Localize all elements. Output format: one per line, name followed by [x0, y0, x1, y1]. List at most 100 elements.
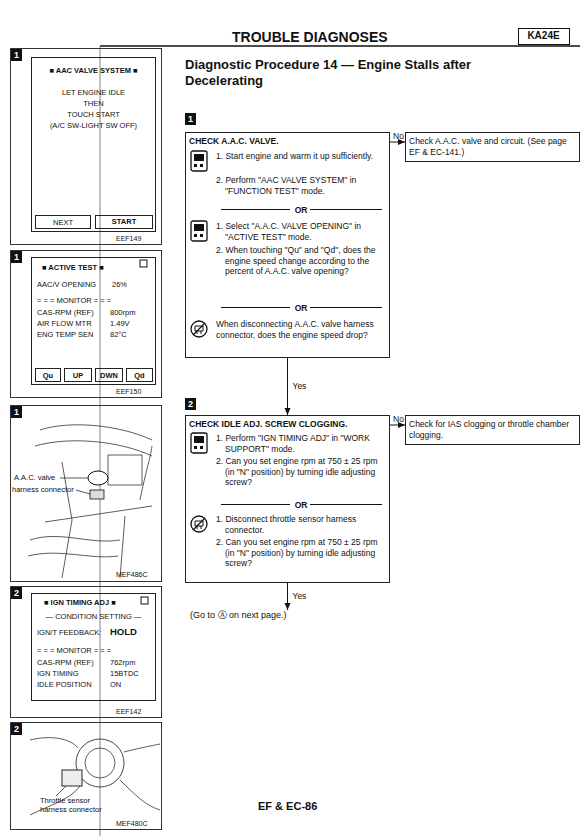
screen-text: IDLE POSITION	[37, 680, 92, 689]
tester-icon	[191, 433, 207, 453]
process-box: CHECK A.A.C. VALVE.1. Start engine and w…	[185, 132, 390, 358]
screen-value: 82°C	[110, 330, 127, 339]
screen-button: DWN	[95, 368, 123, 382]
screen-value: ON	[110, 680, 121, 689]
engine-code: KA24E	[519, 30, 568, 42]
arrow-head	[285, 603, 291, 610]
callout-label: Throttle sensor harness connector	[40, 796, 110, 814]
arrow-head	[285, 408, 291, 415]
figure-panel: MEF486C	[10, 405, 162, 582]
screen-button: Qu	[35, 368, 61, 382]
screen-text: = = = MONITOR = = =	[37, 646, 111, 655]
leader-line	[56, 786, 66, 796]
figure-marker: 1	[11, 406, 22, 418]
action-text: Check A.A.C. valve and circuit. (See pag…	[409, 136, 576, 157]
edge-label: No	[393, 414, 404, 424]
aac-valve-part	[88, 471, 108, 485]
action-box: Check A.A.C. valve and circuit. (See pag…	[405, 132, 580, 162]
no-tools-icon	[191, 516, 207, 532]
step-marker: 1	[185, 113, 196, 125]
figure-panel: MEF480C	[10, 722, 162, 830]
page-header: TROUBLE DIAGNOSES	[232, 29, 388, 45]
step-marker: 2	[185, 398, 196, 410]
screen-value: 762rpm	[110, 658, 135, 667]
callout-label: harness connector	[12, 485, 74, 494]
throttle-sensor-part	[62, 770, 82, 786]
screen-value: 15BTDC	[110, 669, 139, 678]
step-text: 2. Can you set engine rpm at 750 ± 25 rp…	[216, 537, 386, 569]
screen-text: TOUCH START	[32, 110, 155, 119]
or-text: OR	[216, 303, 386, 314]
figure-code: MEF486C	[116, 571, 148, 579]
button-text: Qu	[36, 371, 60, 380]
step-text: 1. Start engine and warm it up sufficien…	[216, 151, 386, 162]
screen-text: IGN TIMING	[37, 669, 79, 678]
page-footer: EF & EC-86	[258, 800, 317, 813]
screen-title: ■ IGN TIMING ADJ ■	[44, 598, 116, 607]
screen-text: CAS-RPM (REF)	[37, 308, 94, 317]
figure-marker: 1	[11, 49, 22, 61]
edge-label: Yes	[293, 381, 307, 391]
diagram-title: Diagnostic Procedure 14 — Engine Stalls …	[185, 57, 530, 89]
screen-value: HOLD	[110, 627, 137, 637]
tester-icon	[191, 151, 207, 171]
goto-note: (Go to Ⓐ on next page.)	[190, 610, 390, 624]
edge-label: Yes	[293, 591, 307, 601]
tester-screen: ■ AAC VALVE SYSTEM ■ LET ENGINE IDLE THEN T…	[31, 57, 156, 232]
edge-label: No	[393, 131, 404, 141]
figure-panel: EEF142 ■ IGN TIMING ADJ ■ — CONDITION SETT…	[10, 586, 162, 718]
figure-marker: 1	[11, 251, 22, 263]
button-text: NEXT	[36, 218, 90, 227]
button-text: DWN	[96, 371, 122, 380]
goto-text: (Go to Ⓐ on next page.)	[190, 610, 287, 621]
or-text: OR	[216, 205, 386, 216]
screen-value: 26%	[112, 280, 127, 289]
flow-arrow	[390, 142, 405, 143]
screen-text: = = = MONITOR = = =	[37, 296, 111, 305]
screen-text: — CONDITION SETTING —	[32, 612, 155, 621]
step-text: 1. Perform "IGN TIMING ADJ" in "WORK SUP…	[216, 433, 386, 454]
figure-code: EEF150	[116, 388, 141, 396]
tester-screen: ■ ACTIVE TEST ■AAC/V OPENING26%= = = MON…	[31, 257, 156, 385]
tester-icon	[191, 221, 207, 241]
screen-text: THEN	[32, 99, 155, 108]
harness-connector-part	[90, 490, 104, 499]
action-text: Check for IAS clogging or throttle chamb…	[409, 419, 576, 440]
figure-code: MEF480C	[116, 820, 148, 828]
step-text: When disconnecting A.A.C. valve harness …	[216, 319, 386, 340]
screen-text: ENG TEMP SEN	[37, 330, 93, 339]
header-rule	[100, 45, 580, 47]
engine-code-box: KA24E	[518, 28, 570, 45]
step-text: 1. Disconnect throttle sensor harness co…	[216, 514, 386, 535]
screen-button: NEXT	[35, 215, 91, 229]
or-text: OR	[216, 500, 386, 511]
screen-button: START	[95, 215, 153, 229]
figure-code: EEF149	[116, 235, 141, 243]
figure-panel: EEF149 ■ AAC VALVE SYSTEM ■ LET ENGINE IDL…	[10, 48, 162, 245]
screen-title: ■ AAC VALVE SYSTEM ■	[32, 66, 155, 75]
screen-button: Qd	[126, 368, 153, 382]
flow-arrow	[287, 358, 288, 415]
step-text: 2. When touching "Qu" and "Qd", does the…	[216, 245, 386, 277]
flow-arrow	[390, 425, 405, 426]
step-text: 2. Perform "AAC VALVE SYSTEM" in "FUNCTI…	[216, 175, 386, 196]
engine-illustration	[28, 425, 152, 578]
no-tools-icon	[191, 321, 207, 337]
screen-text: IGN/T FEEDBACK:	[37, 628, 101, 637]
screen-text: CAS-RPM (REF)	[37, 658, 94, 667]
tester-screen: ■ IGN TIMING ADJ ■ — CONDITION SETTING — I…	[31, 593, 156, 701]
callout-label: A.A.C. valve	[14, 473, 55, 482]
figure-marker: 2	[11, 723, 22, 735]
button-text: Qd	[127, 371, 152, 380]
screen-value: 800rpm	[110, 308, 135, 317]
screen-text: AAC/V OPENING	[37, 280, 96, 289]
figure-code: EEF142	[116, 708, 141, 716]
screen-text: LET ENGINE IDLE	[32, 88, 155, 97]
flow-arrow	[287, 583, 288, 610]
process-box: CHECK IDLE ADJ. SCREW CLOGGING.1. Perfor…	[185, 415, 390, 583]
screen-checkbox	[140, 260, 147, 267]
action-box: Check for IAS clogging or throttle chamb…	[405, 415, 580, 445]
step-text: 2. Can you set engine rpm at 750 ± 25 rp…	[216, 456, 386, 488]
step-text: 1. Select "A.A.C. VALVE OPENING" in "ACT…	[216, 221, 386, 242]
throttle-body-illustration	[85, 748, 115, 778]
